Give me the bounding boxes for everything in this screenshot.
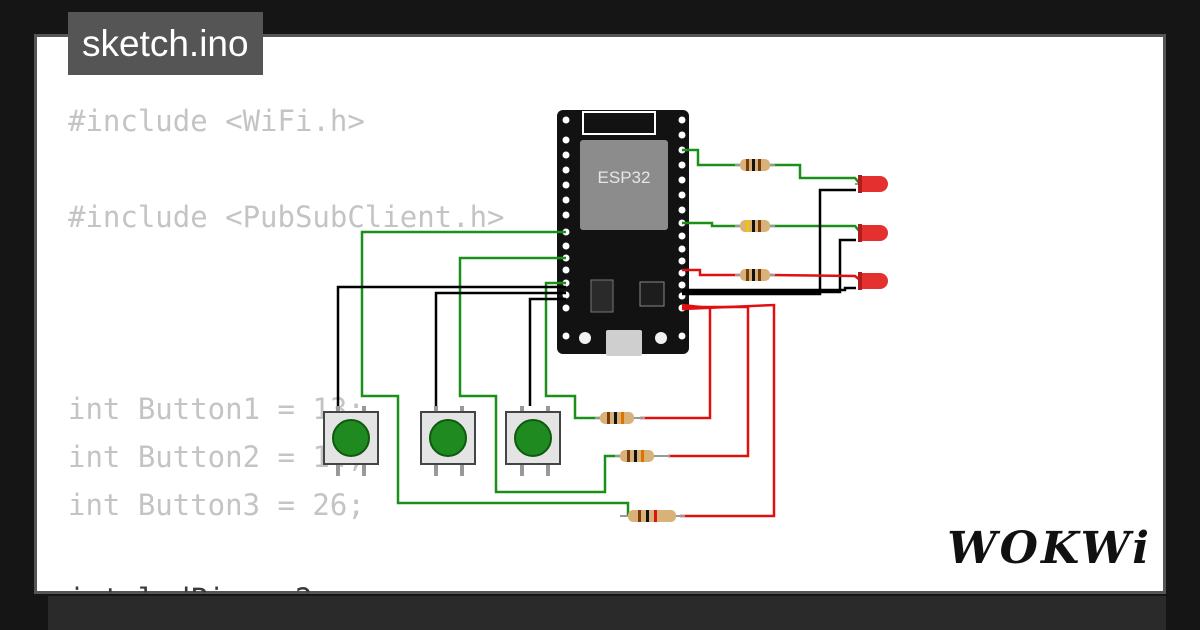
resistor-icon [735, 220, 775, 232]
wires-black [336, 188, 856, 406]
push-button-1[interactable] [323, 406, 379, 476]
resistor-icon [620, 510, 685, 522]
wires-red [640, 268, 861, 518]
file-tab[interactable]: sketch.ino [68, 12, 263, 75]
code-line-1: #include <WiFi.h> [68, 104, 365, 138]
resistor-icon [615, 450, 670, 462]
led-icon[interactable] [858, 224, 888, 242]
push-button-3[interactable] [505, 406, 561, 476]
esp32-pins-left [562, 116, 570, 340]
code-line-5: int Button3 = 26; [68, 488, 365, 522]
code-line-2: #include <PubSubClient.h> [68, 200, 505, 234]
push-button-2[interactable] [420, 406, 476, 476]
resistor-icon [595, 412, 645, 424]
resistor-icon [735, 159, 775, 171]
background-shadow [48, 596, 1166, 630]
led-icon[interactable] [855, 175, 888, 193]
resistor-icon [735, 269, 775, 281]
code-line-6: int ledPin = 2; [68, 582, 330, 592]
wokwi-logo: WOKWi [947, 523, 1152, 574]
esp32-board[interactable]: ESP32 [557, 110, 689, 356]
code-line-3: int Button1 = 13; [68, 392, 365, 426]
board-label: ESP32 [598, 168, 651, 187]
led-icon[interactable] [858, 272, 888, 290]
